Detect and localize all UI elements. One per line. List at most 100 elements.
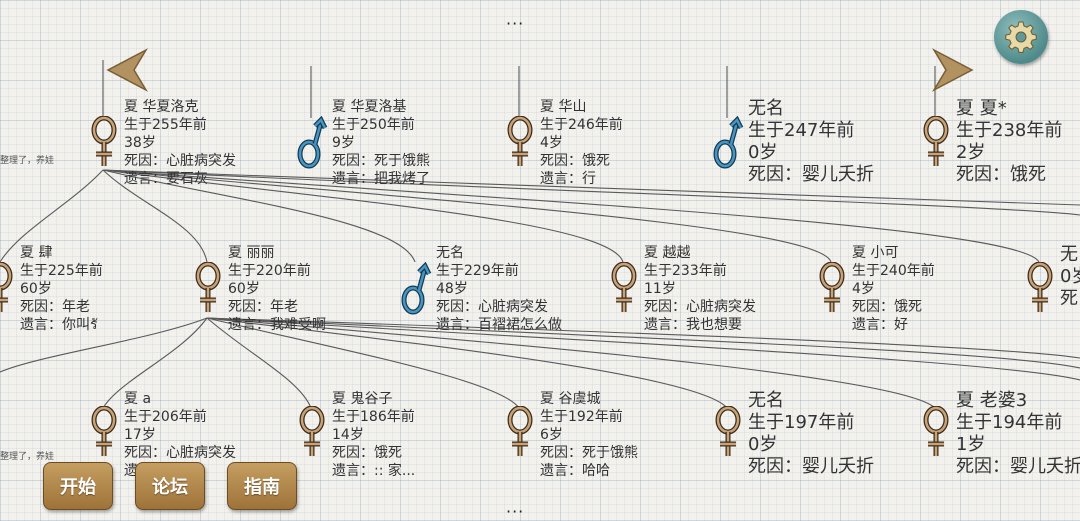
- age-info: 4岁: [852, 281, 875, 297]
- birth-info: 生于192年前: [540, 409, 623, 425]
- death-cause: 死因：心脏病突发: [124, 153, 236, 169]
- last-words: 遗言：要石灰: [124, 171, 208, 187]
- person-info: 夏 肆 生于225年前 60岁 死因：年老 遗言：你叫รั: [20, 244, 103, 334]
- last-words: 遗言：我难受啊: [228, 317, 326, 333]
- person-name: 夏 老婆3: [956, 390, 1028, 411]
- birth-info: 生于238年前: [956, 120, 1063, 141]
- death-cause: 死因：心脏病突发: [644, 299, 756, 315]
- age-info: 2岁: [956, 142, 986, 163]
- forum-button[interactable]: 论坛: [135, 462, 205, 510]
- birth-info: 生于233年前: [644, 263, 727, 279]
- birth-info: 生于255年前: [124, 117, 207, 133]
- person-info: 无名 生于247年前 0岁 死因：婴儿夭折: [748, 98, 874, 186]
- person-name: 夏 越越: [644, 245, 691, 261]
- more-above-ellipsis[interactable]: ···: [506, 14, 525, 33]
- death-cause: 死因：死于饿熊: [332, 153, 430, 169]
- male-symbol-icon: [713, 116, 744, 169]
- age-info: 38岁: [124, 135, 156, 151]
- side-note: 整理了，养娃: [0, 156, 55, 166]
- person-name: 夏 谷虞城: [540, 391, 601, 407]
- last-words: 遗言：百褶裙怎么做: [436, 317, 562, 333]
- person-name: 夏 肆: [20, 245, 53, 261]
- person-name: 夏 鬼谷子: [332, 391, 393, 407]
- gear-icon: [1005, 21, 1037, 53]
- female-symbol-icon: [91, 406, 117, 456]
- tree-line: [102, 169, 1040, 263]
- last-words: 遗言：把我烤了: [332, 171, 430, 187]
- tree-line: [102, 169, 624, 263]
- death-cause: 死因：死于饿熊: [540, 445, 638, 461]
- birth-info: 生于246年前: [540, 117, 623, 133]
- last-words: 遗: [124, 463, 138, 479]
- tree-line: [102, 317, 208, 409]
- next-arrow-icon[interactable]: [930, 44, 982, 96]
- person-name: 夏 小可: [852, 245, 899, 261]
- person-info: 夏 华夏洛克 生于255年前 38岁 死因：心脏病突发 遗言：要石灰: [124, 98, 236, 188]
- person-info: 夏 华夏洛基 生于250年前 9岁 死因：死于饿熊 遗言：把我烤了: [332, 98, 430, 188]
- person-name: 夏 华夏洛克: [124, 99, 199, 115]
- tree-line: [102, 169, 832, 263]
- person-name: 无名: [748, 390, 784, 411]
- tree-line: [102, 169, 1080, 216]
- person-info: 夏 老婆3 生于194年前 1岁 死因：婴儿夭折: [956, 390, 1080, 478]
- last-words: 遗言：你叫รั: [20, 317, 98, 333]
- death-cause: 死因：婴儿夭折: [748, 456, 874, 477]
- tree-line: [102, 169, 208, 263]
- birth-info: 生于229年前: [436, 263, 519, 279]
- age-info: 60岁: [228, 281, 260, 297]
- age-info: 60岁: [20, 281, 52, 297]
- previous-arrow-icon[interactable]: [98, 44, 150, 96]
- female-symbol-icon: [1027, 262, 1053, 312]
- person-name: 夏 a: [124, 391, 152, 407]
- birth-info: 生于206年前: [124, 409, 207, 425]
- birth-info: 生于247年前: [748, 120, 855, 141]
- tree-line: [206, 317, 936, 409]
- age-info: 4岁: [540, 135, 563, 151]
- tree-line: [0, 317, 208, 373]
- side-note: 整理了，养娃: [0, 452, 55, 462]
- birth-info: 生于225年前: [20, 263, 103, 279]
- last-words: 遗言：我也想要: [644, 317, 742, 333]
- person-info: 夏 华山 生于246年前 4岁 死因：饿死 遗言：行: [540, 98, 623, 188]
- person-name: 夏 华夏洛基: [332, 99, 407, 115]
- female-symbol-icon: [715, 406, 741, 456]
- female-symbol-icon: [507, 406, 533, 456]
- person-name: 夏 华山: [540, 99, 587, 115]
- person-info: 无名 生于197年前 0岁 死因：婴儿夭折: [748, 390, 874, 478]
- tree-line: [206, 317, 312, 409]
- female-symbol-icon: [299, 406, 325, 456]
- tree-line: [206, 317, 1080, 369]
- person-info: 夏 谷虞城 生于192年前 6岁 死因：死于饿熊 遗言：哈哈: [540, 390, 638, 480]
- female-symbol-icon: [195, 262, 221, 312]
- female-symbol-icon: [819, 262, 845, 312]
- person-info: 无名 生于229年前 48岁 死因：心脏病突发 遗言：百褶裙怎么做: [436, 244, 562, 334]
- last-words: 遗言：哈哈: [540, 463, 610, 479]
- last-words: 遗言：好: [852, 317, 908, 333]
- tree-line: [206, 317, 1080, 359]
- death-cause: 死因：年老: [228, 299, 298, 315]
- guide-button[interactable]: 指南: [227, 462, 297, 510]
- person-info: 夏 越越 生于233年前 11岁 死因：心脏病突发 遗言：我也想要: [644, 244, 756, 334]
- age-info: 17岁: [124, 427, 156, 443]
- death-cause: 死因：年老: [20, 299, 90, 315]
- death-cause: 死因：饿死: [956, 164, 1046, 185]
- birth-info: 生于197年前: [748, 412, 855, 433]
- person-name: 夏 夏*: [956, 98, 1007, 119]
- start-button[interactable]: 开始: [43, 462, 113, 510]
- person-info: 夏 丽丽 生于220年前 60岁 死因：年老 遗言：我难受啊: [228, 244, 326, 334]
- age-info: 0岁: [748, 142, 778, 163]
- person-info: 夏 小可 生于240年前 4岁 死因：饿死 遗言：好: [852, 244, 935, 334]
- person-info: 夏 a 生于206年前 17岁 死因：心脏病突发 遗: [124, 390, 236, 480]
- last-words: 遗言：:: 家...: [332, 463, 416, 479]
- age-info: 11岁: [644, 281, 676, 297]
- age-info: 0岁: [748, 434, 778, 455]
- female-symbol-icon: [923, 406, 949, 456]
- death-cause: 死因：婴儿夭折: [748, 164, 874, 185]
- female-symbol-icon: [923, 116, 949, 166]
- age-info: 0岁: [1060, 266, 1080, 287]
- more-below-ellipsis[interactable]: ···: [506, 502, 525, 521]
- settings-button[interactable]: [994, 10, 1048, 64]
- female-symbol-icon: [611, 262, 637, 312]
- age-info: 6岁: [540, 427, 563, 443]
